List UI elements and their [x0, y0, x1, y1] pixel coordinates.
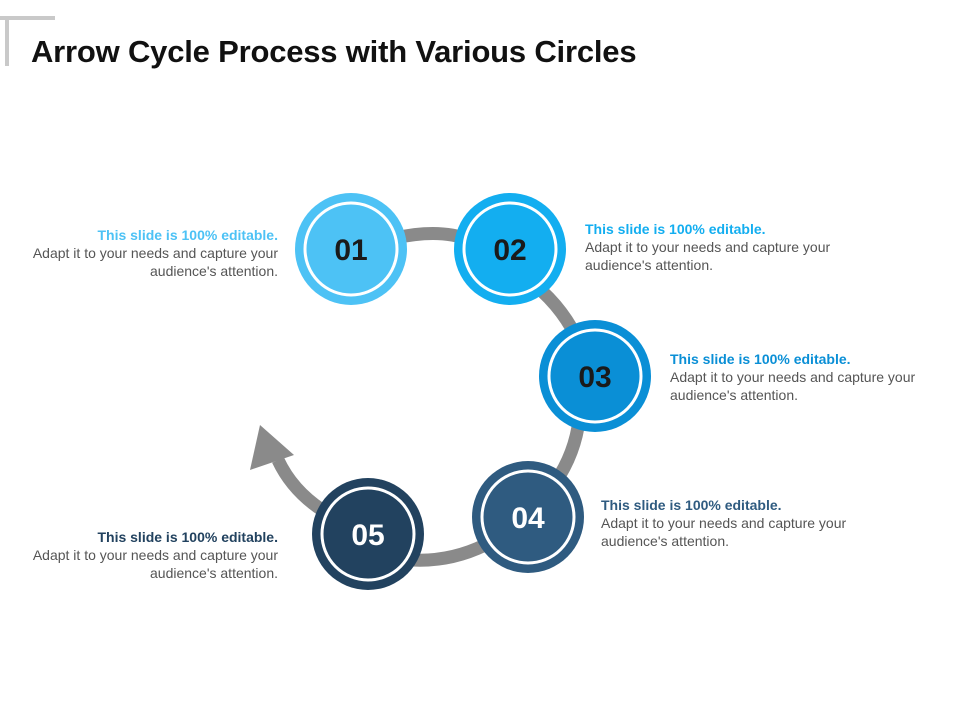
- step-number-05: 05: [351, 519, 384, 552]
- step-note-heading-01: This slide is 100% editable.: [97, 227, 278, 243]
- step-note-heading-04: This slide is 100% editable.: [601, 497, 782, 513]
- cycle-arrowhead: [250, 425, 294, 470]
- step-circle-04: 04: [472, 461, 584, 573]
- step-number-04: 04: [511, 502, 545, 535]
- step-note-heading-03: This slide is 100% editable.: [670, 351, 851, 367]
- step-number-02: 02: [493, 234, 526, 267]
- connector-05-arrow: [272, 457, 326, 516]
- step-note-05: This slide is 100% editable. Adapt it to…: [18, 528, 278, 582]
- corner-decoration: [0, 16, 55, 66]
- step-note-01: This slide is 100% editable. Adapt it to…: [18, 226, 278, 280]
- step-number-01: 01: [334, 234, 367, 267]
- step-note-02: This slide is 100% editable. Adapt it to…: [585, 220, 845, 274]
- step-note-heading-02: This slide is 100% editable.: [585, 221, 766, 237]
- step-circle-01: 01: [295, 193, 407, 305]
- step-note-04: This slide is 100% editable. Adapt it to…: [601, 496, 861, 550]
- step-number-03: 03: [578, 361, 611, 394]
- step-note-body-03: Adapt it to your needs and capture your …: [670, 369, 916, 403]
- step-note-body-02: Adapt it to your needs and capture your …: [585, 239, 831, 273]
- step-circle-03: 03: [539, 320, 651, 432]
- step-note-body-05: Adapt it to your needs and capture your …: [32, 547, 278, 581]
- step-circle-05: 05: [312, 478, 424, 590]
- step-note-heading-05: This slide is 100% editable.: [97, 529, 278, 545]
- connector-04-05: [411, 539, 488, 567]
- step-circle-02: 02: [454, 193, 566, 305]
- slide-title: Arrow Cycle Process with Various Circles: [31, 34, 637, 69]
- step-note-body-01: Adapt it to your needs and capture your …: [32, 245, 278, 279]
- step-note-body-04: Adapt it to your needs and capture your …: [601, 515, 847, 549]
- step-note-03: This slide is 100% editable. Adapt it to…: [670, 350, 930, 404]
